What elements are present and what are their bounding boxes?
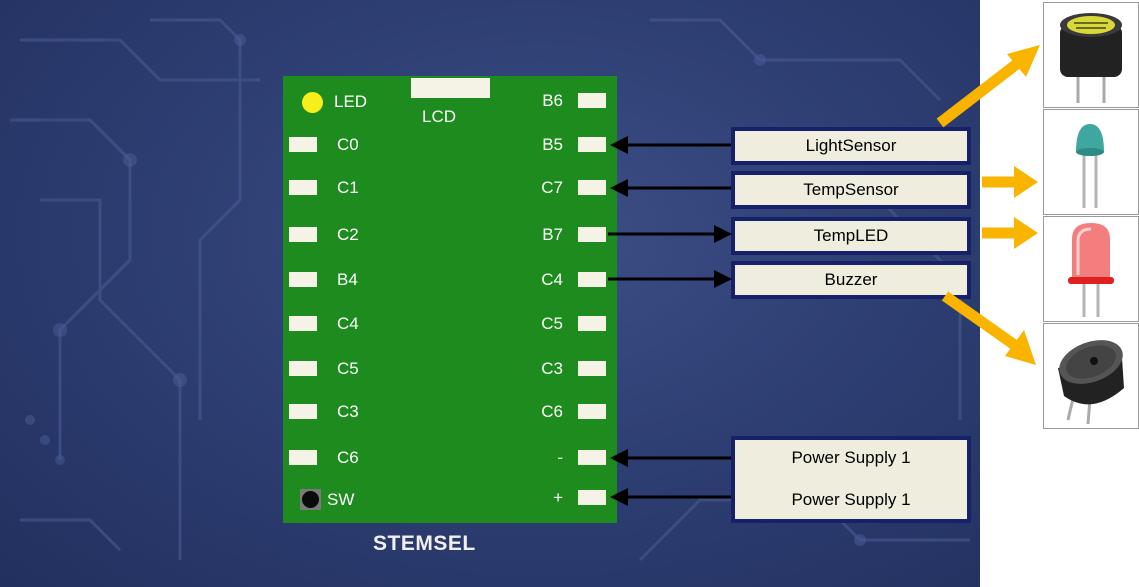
pin-label-right: B6: [542, 91, 563, 110]
temp-sensor-icon: [1076, 124, 1104, 208]
buzzer-box[interactable]: Buzzer: [731, 261, 971, 299]
pin-label-right: B5: [542, 135, 563, 154]
stemsel-board: [283, 76, 617, 523]
pin-label-left: C3: [337, 402, 359, 421]
pin-label-right: B7: [542, 225, 563, 244]
pin-pad-right-plus[interactable]: [578, 490, 606, 505]
pin-label-right: C7: [541, 178, 563, 197]
lcd-label: LCD: [422, 107, 457, 126]
pin-pad-right-b5[interactable]: [578, 137, 606, 152]
pin-label-left: C1: [337, 178, 359, 197]
pin-pad-left-b4[interactable]: [289, 272, 317, 287]
power-supply-minus-label: Power Supply 1: [791, 448, 911, 467]
pin-pad-right-minus[interactable]: [578, 450, 606, 465]
pin-pad-left-c1[interactable]: [289, 180, 317, 195]
pin-label-right: +: [553, 488, 563, 507]
light-sensor-icon: [1060, 13, 1122, 103]
board-title: STEMSEL: [373, 532, 476, 555]
pin-pad-left-c0[interactable]: [289, 137, 317, 152]
temp-led-box[interactable]: TempLED: [731, 217, 971, 255]
led-image: [1043, 216, 1139, 322]
pin-label-right: C6: [541, 402, 563, 421]
pin-pad-right-b7[interactable]: [578, 227, 606, 242]
buzzer-image: [1043, 323, 1139, 429]
pin-pad-right-c5[interactable]: [578, 316, 606, 331]
pin-pad-left-c2[interactable]: [289, 227, 317, 242]
pin-label-left: C2: [337, 225, 359, 244]
pin-label-right: C4: [541, 270, 563, 289]
pin-pad-right-c7[interactable]: [578, 180, 606, 195]
light-sensor-box[interactable]: LightSensor: [731, 127, 971, 165]
light-sensor-image: [1043, 2, 1139, 108]
pin-pad-left-c3[interactable]: [289, 404, 317, 419]
power-supply-plus-label: Power Supply 1: [791, 490, 911, 509]
pin-pad-right-c3[interactable]: [578, 361, 606, 376]
pin-label-right: C5: [541, 314, 563, 333]
pin-label-left: C4: [337, 314, 359, 333]
temp-sensor-box[interactable]: TempSensor: [731, 171, 971, 209]
pin-pad-right-c4[interactable]: [578, 272, 606, 287]
buzzer-icon: [1058, 340, 1124, 425]
pin-label-left: C5: [337, 359, 359, 378]
lcd-pad[interactable]: [411, 78, 490, 98]
pin-pad-left-c6[interactable]: [289, 450, 317, 465]
pin-label-left: C6: [337, 448, 359, 467]
pin-label-right: C3: [541, 359, 563, 378]
power-supply-box[interactable]: Power Supply 1 Power Supply 1: [731, 436, 971, 523]
led-indicator: [302, 92, 323, 113]
led-icon: [1068, 223, 1114, 317]
pin-pad-left-c5[interactable]: [289, 361, 317, 376]
pin-pad-right-b6[interactable]: [578, 93, 606, 108]
pin-label-right: -: [557, 448, 563, 467]
pin-label-left: C0: [337, 135, 359, 154]
circuit-traces: [10, 18, 970, 562]
temp-sensor-image: [1043, 109, 1139, 215]
switch-label: SW: [327, 490, 355, 509]
switch-button[interactable]: [300, 489, 321, 510]
led-label: LED: [334, 92, 368, 111]
pin-pad-right-c6[interactable]: [578, 404, 606, 419]
pin-label-left: B4: [337, 270, 358, 289]
pin-pad-left-c4[interactable]: [289, 316, 317, 331]
